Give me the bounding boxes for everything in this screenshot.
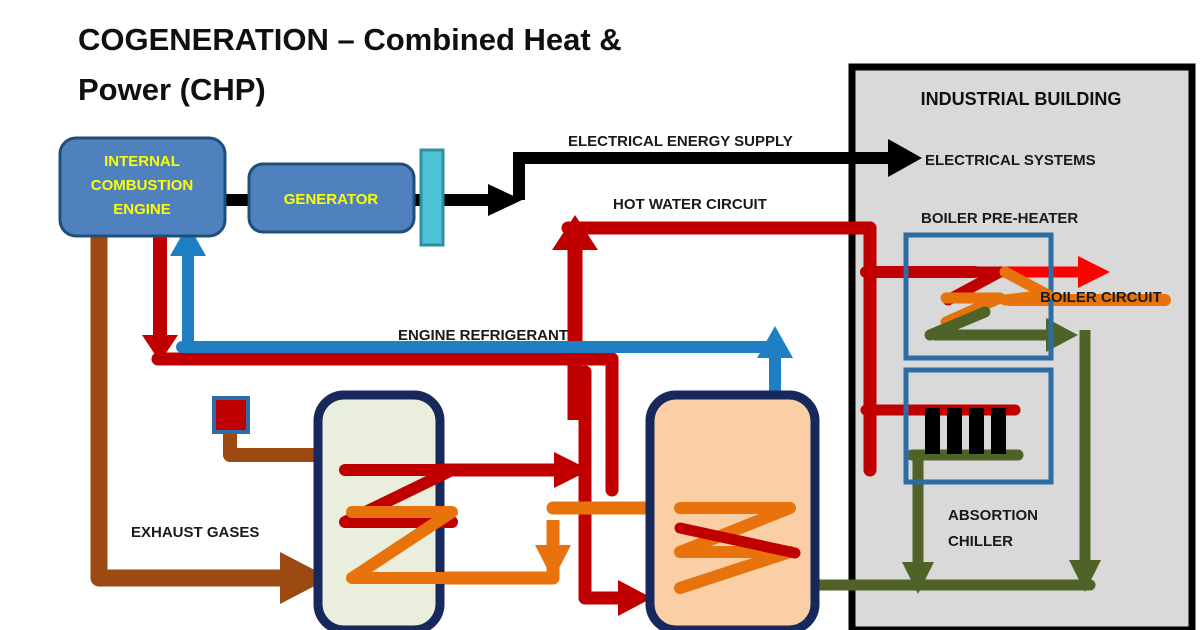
- transformer[interactable]: [419, 148, 445, 247]
- label-boiler-pre-heater: BOILER PRE-HEATER: [921, 210, 1078, 227]
- label-electrical-systems: ELECTRICAL SYSTEMS: [925, 152, 1096, 169]
- generator[interactable]: GENERATOR: [247, 162, 416, 234]
- building-title: INDUSTRIAL BUILDING: [921, 89, 1122, 109]
- engine-label-line3: ENGINE: [113, 201, 171, 218]
- label-hot-water-circuit: HOT WATER CIRCUIT: [613, 196, 767, 213]
- heat-exchanger-chiller[interactable]: [645, 390, 820, 630]
- internal-combustion-engine[interactable]: INTERNAL COMBUSTION ENGINE: [58, 136, 227, 238]
- red-horizontal-lower: [151, 352, 619, 497]
- label-boiler-circuit: BOILER CIRCUIT: [1040, 289, 1162, 306]
- boiler-pre-heater[interactable]: [903, 232, 1054, 361]
- exhaust-valve[interactable]: [212, 396, 250, 434]
- label-engine-refrigerant: ENGINE REFRIGERANT: [398, 327, 568, 344]
- label-electrical-energy-supply: ELECTRICAL ENERGY SUPPLY: [568, 133, 793, 150]
- engine-label-line2: COMBUSTION: [91, 177, 194, 194]
- engine-refrigerant-path: [170, 224, 793, 400]
- page-title-line2: Power (CHP): [78, 72, 266, 107]
- absorption-chiller[interactable]: [903, 367, 1054, 485]
- label-absorption-chiller-line2: CHILLER: [948, 533, 1013, 550]
- engine-red-down: [142, 230, 178, 362]
- page-title-line1: COGENERATION – Combined Heat &: [78, 22, 622, 57]
- label-absorption-chiller-line1: ABSORTION: [948, 507, 1038, 524]
- label-exhaust-gases: EXHAUST GASES: [131, 524, 259, 541]
- exhaust-gases-path: [90, 219, 330, 604]
- electrical-energy-path: [440, 139, 922, 216]
- engine-label-line1: INTERNAL: [104, 153, 180, 170]
- red-branch-to-tank2: [578, 365, 652, 616]
- heat-exchanger-exhaust[interactable]: [313, 390, 458, 630]
- hot-water-riser: [552, 215, 877, 477]
- generator-label: GENERATOR: [284, 191, 379, 208]
